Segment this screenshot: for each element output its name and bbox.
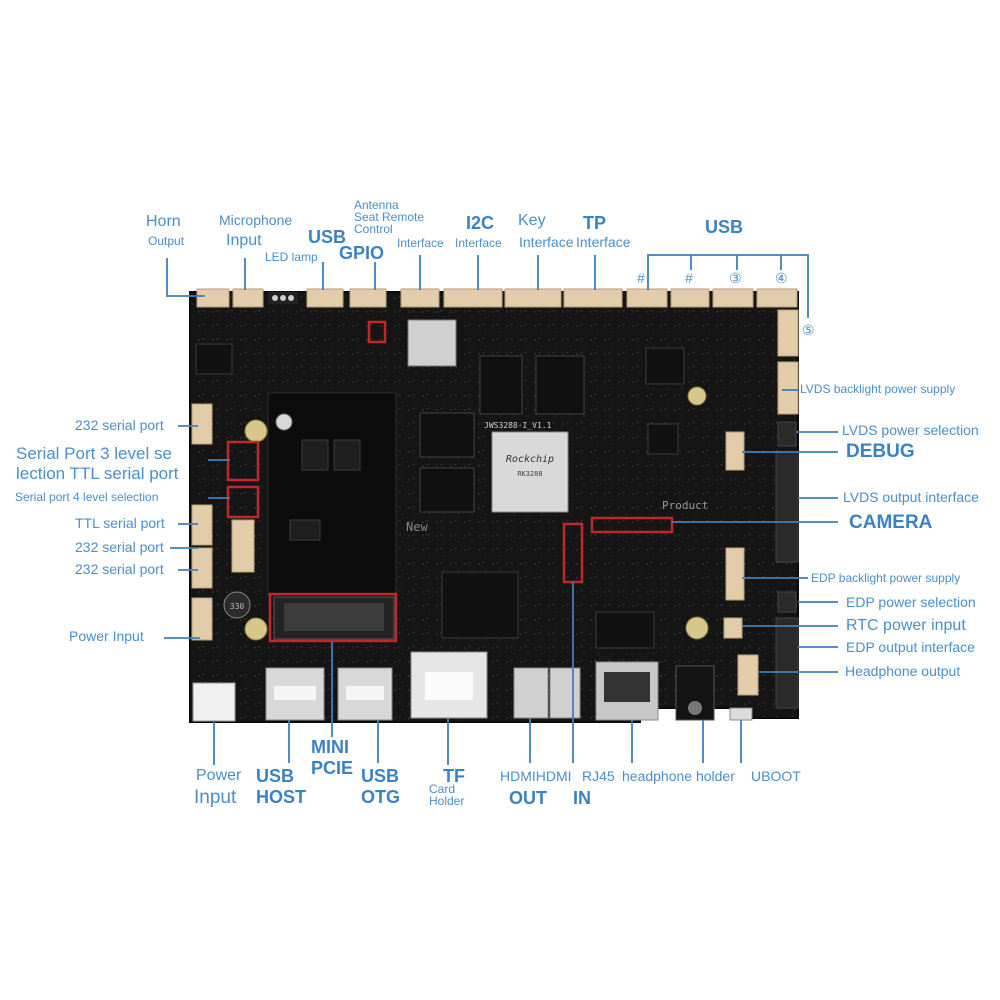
memory-chips bbox=[419, 355, 585, 513]
label-usb-host-1: USB bbox=[256, 766, 295, 786]
usb-port-4-mark: ④ bbox=[775, 270, 788, 286]
label-power-bottom-input: Input bbox=[194, 787, 237, 808]
label-usb-group: USB bbox=[705, 217, 744, 237]
label-headphone-output: Headphone output bbox=[845, 663, 961, 679]
label-microphone-input: Input bbox=[226, 232, 262, 249]
label-mini-pcie-2: PCIE bbox=[311, 758, 354, 778]
label-uboot: UBOOT bbox=[751, 768, 801, 784]
label-tf-holder: Holder bbox=[429, 794, 465, 808]
label-power-input-left: Power Input bbox=[69, 628, 144, 644]
label-rj45: RJ45 bbox=[582, 768, 615, 784]
usb-port-1-mark: # bbox=[637, 270, 645, 286]
label-microphone: Microphone bbox=[219, 212, 293, 228]
label-interface-antenna: Interface bbox=[397, 236, 444, 250]
right-connector-column bbox=[723, 309, 799, 696]
label-232-serial-port-3: 232 serial port bbox=[75, 561, 164, 577]
label-hdmi-in: IN bbox=[573, 788, 591, 808]
soc-model-text: RK3288 bbox=[517, 470, 542, 478]
label-gpio: GPIO bbox=[339, 243, 385, 263]
svg-text:330: 330 bbox=[230, 602, 245, 611]
label-camera: CAMERA bbox=[849, 512, 933, 533]
label-usb-otg-2: OTG bbox=[361, 787, 400, 807]
label-key: Key bbox=[518, 212, 546, 229]
label-horn-output: Output bbox=[148, 234, 185, 248]
leader-lines bbox=[164, 254, 838, 765]
usb-port-2-mark: # bbox=[685, 270, 693, 286]
label-key-interface: Interface bbox=[519, 234, 574, 250]
label-hdmi-pair: HDMIHDMI bbox=[500, 768, 572, 784]
label-power-bottom: Power bbox=[196, 767, 242, 784]
label-led-lamp: LED lamp bbox=[265, 250, 318, 264]
left-connector-column bbox=[191, 403, 255, 641]
board-model-text: JWS3288-I_V1.1 bbox=[484, 421, 552, 430]
label-rtc-power: RTC power input bbox=[846, 617, 966, 634]
label-i2c-interface: Interface bbox=[455, 236, 502, 250]
label-ttl-serial-port-2: TTL serial port bbox=[75, 515, 165, 531]
label-tp: TP bbox=[583, 213, 607, 233]
label-mini-pcie-1: MINI bbox=[311, 737, 349, 757]
label-232-serial-port-2: 232 serial port bbox=[75, 539, 164, 555]
label-lvds-output: LVDS output interface bbox=[843, 489, 979, 505]
label-seat-remote: Seat Remote bbox=[354, 210, 425, 224]
label-antenna: Antenna bbox=[354, 198, 399, 212]
top-connector-row bbox=[196, 288, 798, 308]
soc-brand-text: Rockchip bbox=[506, 454, 554, 465]
label-tf-card: Card bbox=[429, 782, 456, 796]
label-usb-host-2: HOST bbox=[256, 787, 307, 807]
label-edp-power-selection: EDP power selection bbox=[846, 594, 976, 610]
label-debug: DEBUG bbox=[846, 441, 915, 462]
label-control: Control bbox=[354, 222, 393, 236]
bottom-port-row bbox=[192, 651, 753, 722]
label-headphone-holder: headphone holder bbox=[622, 768, 735, 784]
label-232-serial-port-1: 232 serial port bbox=[75, 417, 164, 433]
soc-chip bbox=[491, 431, 569, 513]
label-tf: TF bbox=[443, 766, 465, 786]
label-serial-port-4-level: Serial port 4 level selection bbox=[15, 490, 159, 504]
right-pin-headers bbox=[775, 421, 799, 709]
highlight-boxes bbox=[226, 320, 674, 643]
label-ttl-serial-port-1: lection TTL serial port bbox=[16, 464, 179, 483]
label-tp-interface: Interface bbox=[576, 234, 631, 250]
usb-port-3-mark: ③ bbox=[729, 270, 742, 286]
label-usb-top: USB bbox=[308, 227, 347, 247]
label-serial-port-3-level: Serial Port 3 level se bbox=[16, 444, 172, 463]
usb-port-5-mark: ⑤ bbox=[802, 322, 815, 338]
label-edp-output: EDP output interface bbox=[846, 639, 975, 655]
silk-new: New bbox=[406, 520, 428, 534]
label-hdmi-out: OUT bbox=[509, 788, 547, 808]
label-edp-backlight: EDP backlight power supply bbox=[811, 571, 961, 585]
label-lvds-backlight: LVDS backlight power supply bbox=[800, 382, 956, 396]
label-usb-otg-1: USB bbox=[361, 766, 400, 786]
label-horn: Horn bbox=[146, 213, 181, 230]
silk-product: Product bbox=[662, 499, 708, 512]
label-i2c: I2C bbox=[466, 213, 495, 233]
label-lvds-power-selection: LVDS power selection bbox=[842, 422, 979, 438]
